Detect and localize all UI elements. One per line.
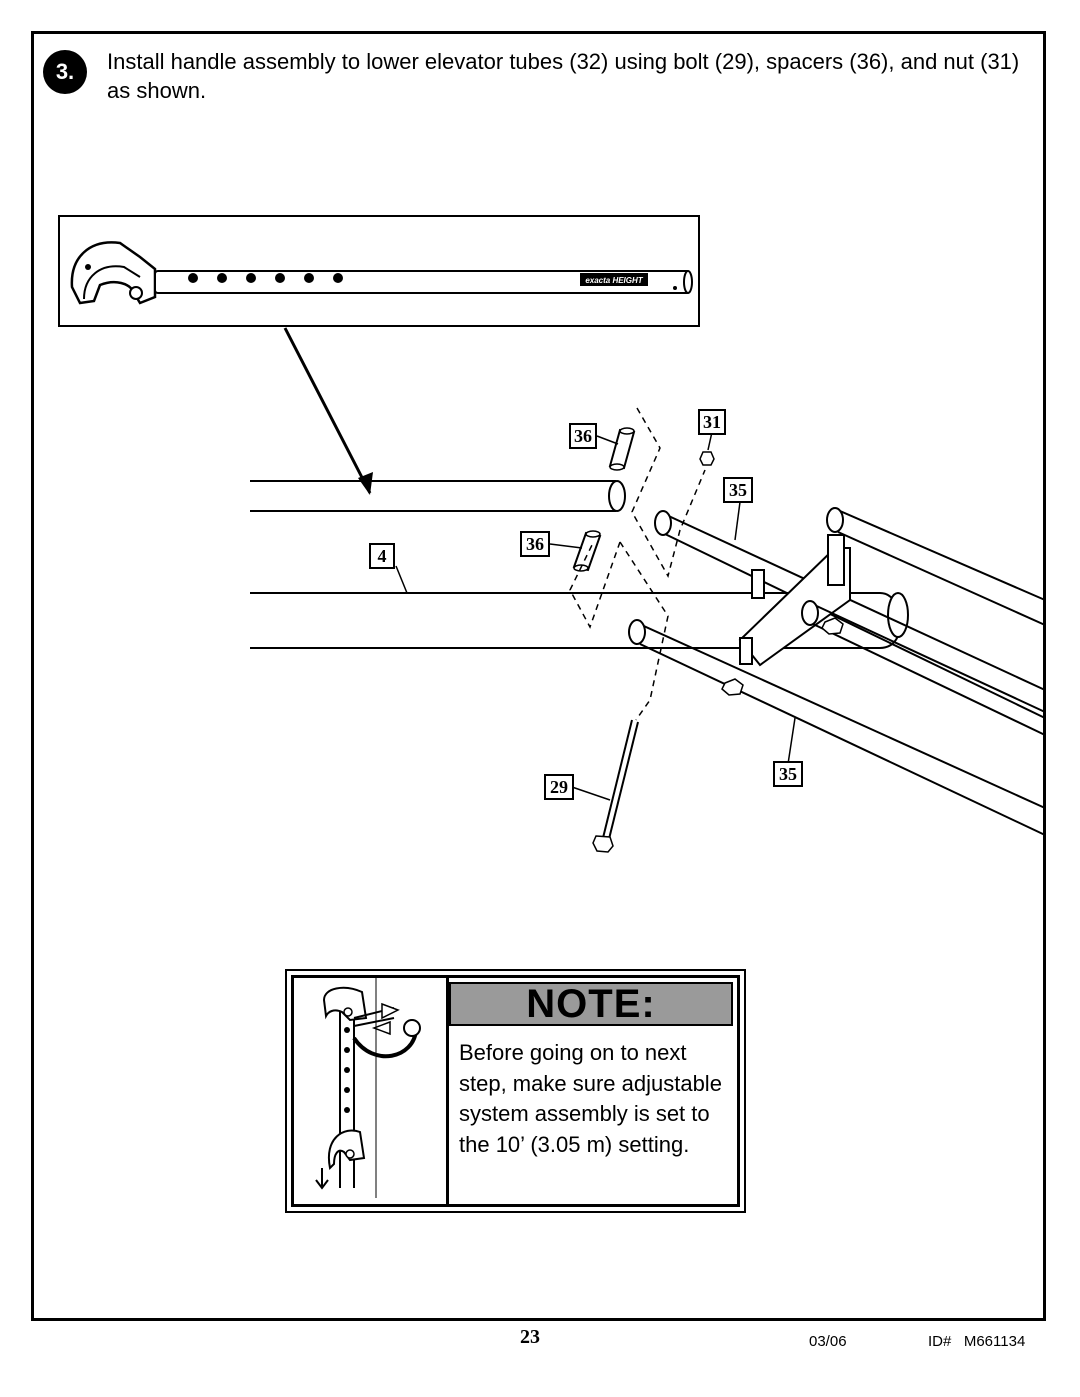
callout-31: 31 — [698, 409, 726, 435]
callout-35-bottom: 35 — [773, 761, 803, 787]
callout-36-middle: 36 — [520, 531, 550, 557]
note-heading: NOTE: — [449, 982, 733, 1026]
height-position-dots — [188, 273, 343, 283]
page-frame — [31, 31, 1046, 1321]
footer-document-id: ID# M661134 — [928, 1333, 1026, 1350]
nut-31 — [699, 451, 715, 466]
bolt-29 — [592, 719, 639, 853]
note-inner-frame: NOTE: Before going on to next step, make… — [291, 975, 740, 1207]
exacta-height-logo — [580, 273, 648, 286]
spacer-36-middle — [572, 530, 602, 572]
spacer-36-top — [608, 427, 636, 471]
upper-elevator-tube — [654, 510, 1046, 719]
bolt-path-dashed — [569, 407, 706, 721]
lower-right-tube — [801, 600, 1046, 736]
callout-4: 4 — [369, 543, 395, 569]
step-number-badge: 3. — [43, 50, 87, 94]
callout-29: 29 — [544, 774, 574, 800]
footer-date: 03/06 — [809, 1333, 847, 1350]
callout-35-top: 35 — [723, 477, 753, 503]
callout-36-top: 36 — [569, 423, 597, 449]
note-box: NOTE: Before going on to next step, make… — [285, 969, 746, 1213]
lower-elevator-tube — [628, 619, 1046, 836]
handle-assembly-inset: exacta HEIGHT — [58, 215, 700, 327]
handle-assembly-drawing: exacta HEIGHT — [70, 241, 693, 305]
svg-text:exacta HEIGHT: exacta HEIGHT — [585, 276, 643, 285]
height-adjust-illustration — [294, 978, 449, 1204]
note-body: Before going on to next step, make sure … — [459, 1040, 722, 1157]
upper-right-tube — [826, 507, 1046, 626]
step-instruction: Install handle assembly to lower elevato… — [107, 49, 1020, 103]
page-number: 23 — [520, 1326, 540, 1348]
height-adjust-drawing — [315, 978, 421, 1198]
